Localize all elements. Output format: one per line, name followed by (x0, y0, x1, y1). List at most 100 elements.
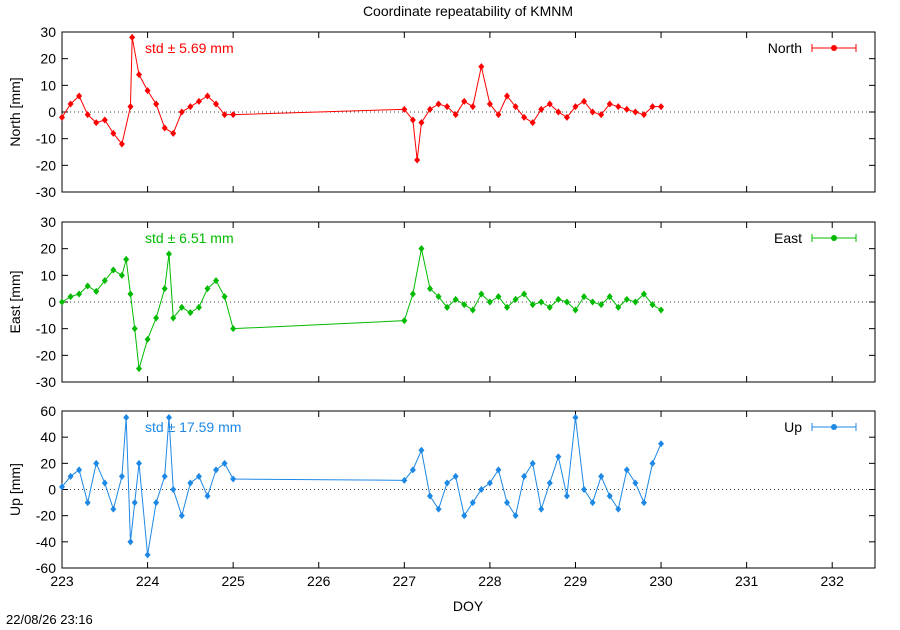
data-point (230, 475, 237, 483)
data-point (187, 309, 194, 317)
data-point (409, 290, 416, 298)
legend-label: East (774, 230, 802, 246)
data-point (93, 119, 100, 127)
data-point (512, 295, 519, 303)
data-point (230, 111, 237, 119)
y-axis-label: North [mm] (7, 77, 23, 146)
data-point (165, 414, 172, 422)
y-tick-label: -20 (36, 157, 56, 173)
data-point (409, 116, 416, 124)
data-point (435, 293, 442, 301)
data-point (469, 499, 476, 507)
y-tick-label: 20 (40, 241, 56, 257)
data-point (153, 314, 160, 322)
data-point (101, 116, 108, 124)
data-point (640, 499, 647, 507)
data-point (161, 124, 168, 132)
data-point (213, 466, 220, 474)
data-point (165, 250, 172, 258)
data-point (623, 466, 630, 474)
legend-label: North (768, 40, 802, 56)
data-point (418, 119, 425, 127)
data-point (606, 100, 613, 108)
y-tick-label: 40 (40, 429, 56, 445)
data-point (195, 472, 202, 480)
data-point (495, 466, 502, 474)
data-point (649, 459, 656, 467)
data-point (76, 290, 83, 298)
y-axis-label: Up [mm] (7, 463, 23, 516)
x-tick-label: 224 (136, 573, 160, 589)
data-point (444, 479, 451, 487)
data-point (563, 492, 570, 500)
series-line (61, 417, 662, 555)
data-point (101, 277, 108, 285)
data-point (93, 287, 100, 295)
data-point (110, 266, 117, 274)
data-point (230, 325, 237, 333)
data-point (615, 303, 622, 311)
y-tick-label: -30 (36, 374, 56, 390)
data-point (127, 103, 134, 111)
data-point (521, 113, 528, 121)
x-tick-label: 229 (564, 573, 588, 589)
data-point (529, 301, 536, 309)
x-tick-label: 231 (735, 573, 759, 589)
y-tick-label: 0 (48, 482, 56, 498)
data-point (555, 295, 562, 303)
data-point (435, 505, 442, 513)
data-point (129, 33, 136, 41)
data-point (563, 298, 570, 306)
data-point (118, 472, 125, 480)
y-tick-label: 0 (48, 294, 56, 310)
y-tick-label: 20 (40, 51, 56, 67)
data-point (221, 111, 228, 119)
data-point (452, 295, 459, 303)
data-point (67, 100, 74, 108)
data-point (170, 314, 177, 322)
data-point (521, 472, 528, 480)
plot-frame (61, 221, 876, 383)
data-point (221, 459, 228, 467)
data-point (136, 459, 143, 467)
data-point (136, 365, 143, 373)
data-point (414, 156, 421, 164)
data-point (504, 499, 511, 507)
data-point (546, 100, 553, 108)
data-point (598, 301, 605, 309)
x-tick-label: 225 (221, 573, 245, 589)
data-point (478, 63, 485, 71)
data-point (589, 298, 596, 306)
data-point (161, 472, 168, 480)
y-tick-label: 30 (40, 214, 56, 230)
data-point (123, 255, 130, 263)
data-point (632, 108, 639, 116)
x-tick-label: 232 (821, 573, 845, 589)
data-point (426, 492, 433, 500)
data-point (632, 479, 639, 487)
data-point (486, 479, 493, 487)
figure-title: Coordinate repeatability of KMNM (363, 3, 573, 19)
data-point (615, 103, 622, 111)
data-point (581, 97, 588, 105)
data-point (153, 499, 160, 507)
data-point (84, 111, 91, 119)
data-point (195, 97, 202, 105)
data-point (59, 483, 65, 491)
x-tick-label: 226 (307, 573, 331, 589)
data-point (452, 472, 459, 480)
data-point (187, 479, 194, 487)
legend-marker (831, 45, 837, 51)
data-point (131, 325, 138, 333)
data-point (486, 100, 493, 108)
series-line (61, 248, 662, 369)
data-point (418, 446, 425, 454)
x-tick-label: 230 (649, 573, 673, 589)
data-point (144, 87, 151, 95)
data-point (555, 453, 562, 461)
y-tick-label: -60 (36, 560, 56, 576)
data-point (59, 113, 65, 121)
data-point (444, 103, 451, 111)
data-point (444, 303, 451, 311)
